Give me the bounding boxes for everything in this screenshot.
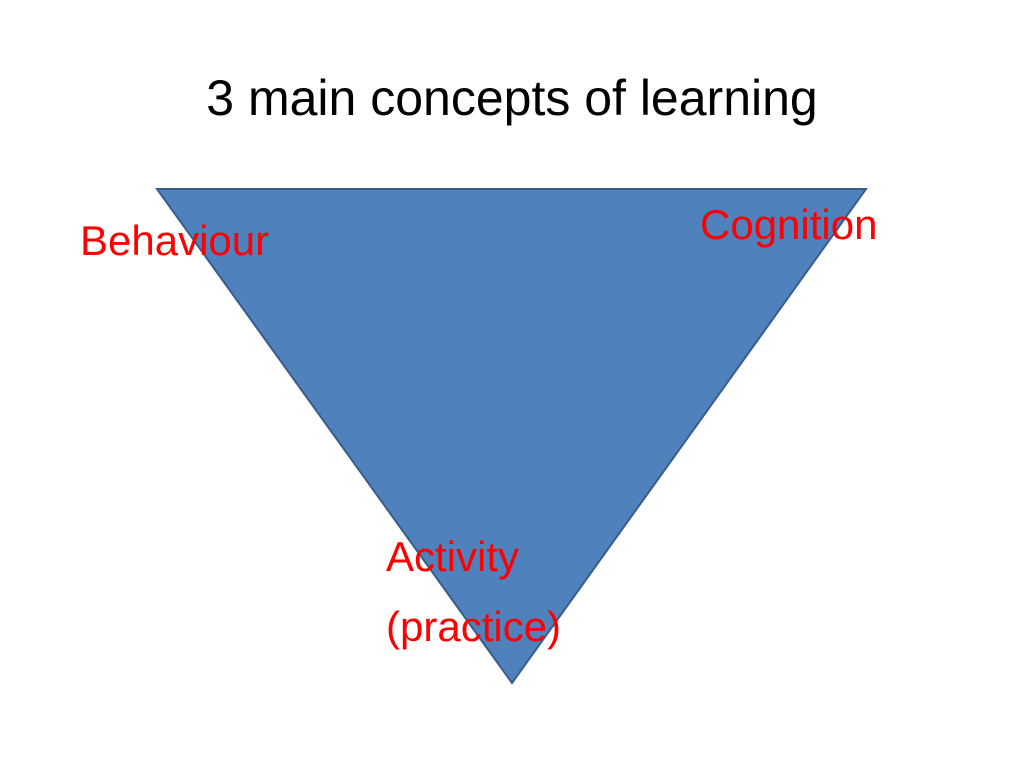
label-activity-line1: Activity [386,533,520,580]
label-cognition: Cognition [700,201,878,248]
label-behaviour: Behaviour [80,217,270,264]
slide-title: 3 main concepts of learning [206,70,818,126]
concept-triangle [155,188,868,685]
label-activity-line2: (practice) [386,603,562,650]
label-activity: Activity (practice) [386,522,561,662]
